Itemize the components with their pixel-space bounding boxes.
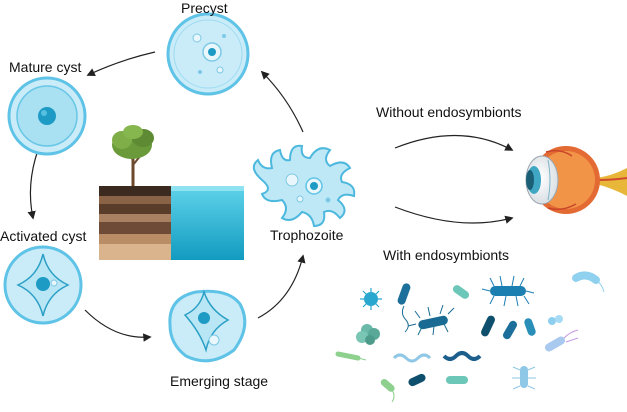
bacterium-peritrichous [512,366,536,390]
arrow-to-eye [394,134,514,151]
bacterium-peritrichous [407,304,455,336]
bacterium-peritrichous [481,275,535,307]
bacterium-flagellum [401,305,409,333]
arrow-to-bacteria [394,206,514,224]
bacterium-spirochete [392,353,432,363]
bacterium-rod [481,315,495,337]
bacteria-cluster-icon [335,271,605,403]
label-precyst: Precyst [181,0,228,16]
bacterium-rod [524,318,536,336]
bacterium-flagellum [563,329,579,343]
arrow-emerging-to-trophozoite [257,254,306,319]
cycle-arrows [27,51,514,342]
label-activated-cyst: Activated cyst [0,228,87,244]
bacterium-cluster-blob [356,324,380,345]
arrow-mature-to-activated [27,149,39,220]
emerging-stage-icon [168,289,247,363]
bacterium-spirillum [335,351,367,361]
bacterium-rod [397,283,411,305]
bacterium-coccus [360,288,382,310]
eye-icon [525,146,627,214]
mature-cyst-icon [7,76,87,156]
label-without-endosymbionts: Without endosymbionts [376,104,522,120]
precyst-icon [166,12,250,96]
activated-cyst-icon [3,245,83,325]
bacterium-diplococcus [548,315,563,325]
trophozoite-icon [252,144,356,228]
arrow-trophozoite-to-precyst [260,70,304,133]
arrow-precyst-to-mature [86,51,156,76]
bacterium-curved [572,271,605,293]
bacterium-rod [446,376,468,384]
label-emerging-stage: Emerging stage [170,373,269,389]
bacterium-rod [452,285,470,299]
label-trophozoite: Trophozoite [270,227,344,243]
bacterium-rod [544,336,566,352]
bacterium-rod [408,373,426,387]
bacterium-rod [380,378,395,392]
soil-water-habitat-icon [99,186,244,260]
bacterium-rod [503,320,517,340]
label-mature-cyst: Mature cyst [9,59,82,75]
arrow-activated-to-emerging [84,309,152,342]
label-with-endosymbionts: With endosymbionts [383,247,510,263]
bacterium-spirochete [442,351,482,361]
tree-icon [112,125,154,186]
bacterium-flagellum [391,389,395,403]
